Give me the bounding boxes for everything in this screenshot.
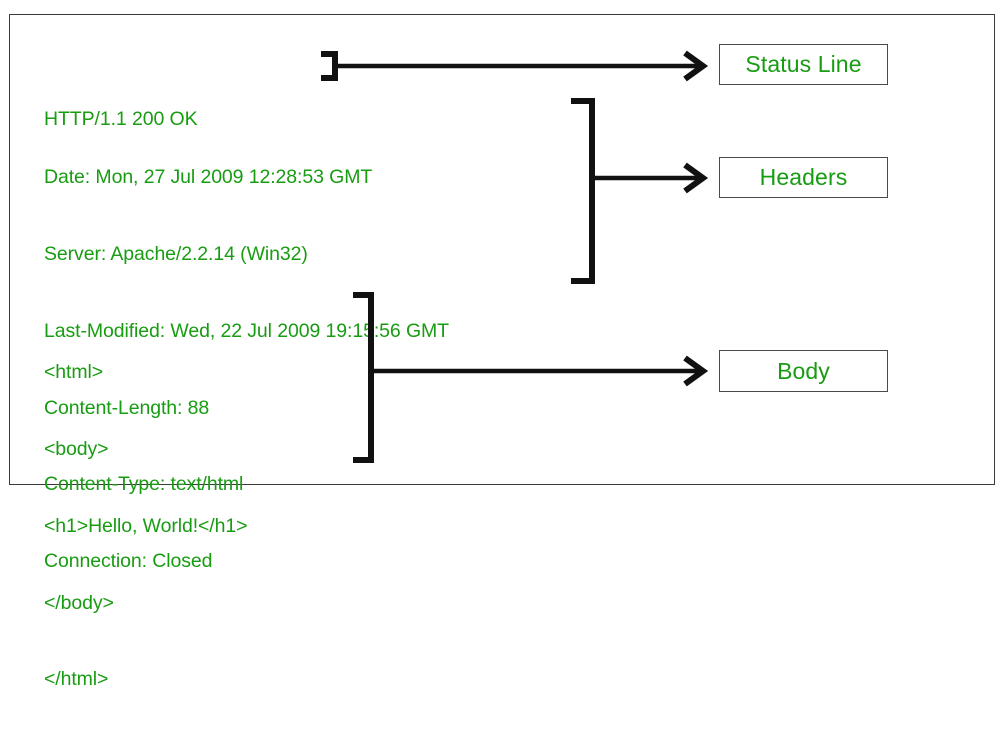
label-box-headers-text: Headers <box>759 164 848 190</box>
diagram-canvas: HTTP/1.1 200 OK Date: Mon, 27 Jul 2009 1… <box>9 14 995 691</box>
label-box-body-text: Body <box>777 357 830 384</box>
header-row-content-length: Content-Length: 88 <box>44 396 210 419</box>
label-box-headers[interactable]: Headers <box>719 157 888 198</box>
status-line-row: HTTP/1.1 200 OK <box>44 108 198 131</box>
label-box-status-line-text: Status Line <box>745 51 862 77</box>
body-row-body-open: <body> <box>44 437 109 460</box>
status-line-text-block: HTTP/1.1 200 OK <box>44 56 198 184</box>
header-row-content-type: Content-Type: text/html <box>44 473 244 496</box>
body-row-body-close: </body> <box>44 591 114 614</box>
body-row-h1: <h1>Hello, World!</h1> <box>44 514 248 537</box>
diagram-frame <box>9 14 995 485</box>
body-row-html-close: </html> <box>44 668 109 691</box>
label-box-body[interactable]: Body <box>719 350 888 392</box>
header-row-server: Server: Apache/2.2.14 (Win32) <box>44 242 308 265</box>
header-row-date: Date: Mon, 27 Jul 2009 12:28:53 GMT <box>44 166 373 189</box>
body-row-html-open: <html> <box>44 361 104 384</box>
header-row-last-modified: Last-Modified: Wed, 22 Jul 2009 19:15:56… <box>44 319 449 342</box>
label-box-status-line[interactable]: Status Line <box>719 44 888 85</box>
body-text-block: <html> <body> <h1>Hello, World!</h1> </b… <box>44 309 248 744</box>
